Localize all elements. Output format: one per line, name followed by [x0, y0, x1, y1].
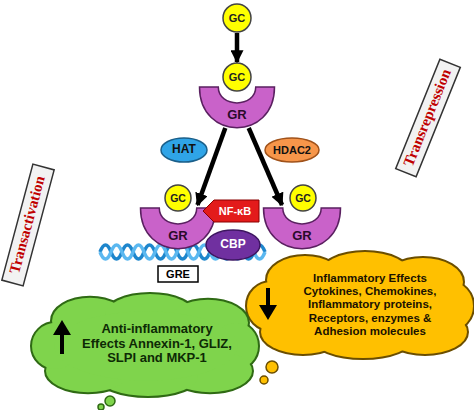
- ligand-circle: GC: [222, 3, 252, 33]
- receptor-path: [200, 87, 275, 128]
- cloud-lobe: [54, 311, 238, 380]
- coactivator-ellipse: CBP: [205, 229, 261, 261]
- node-label: GC: [295, 192, 311, 204]
- text-area: GC: [164, 184, 192, 212]
- response-element: GRE: [157, 265, 199, 283]
- text-area: GC: [222, 3, 252, 33]
- cloud-fill: [32, 294, 258, 396]
- enzyme-ellipse: HDAC2: [264, 137, 320, 163]
- thought-bubble: [98, 404, 104, 410]
- node-label: NF-κB: [219, 205, 251, 218]
- text-area: GRE: [157, 265, 199, 283]
- node-label: HAT: [172, 143, 196, 157]
- ligand-circle: GC: [164, 184, 192, 212]
- rect-shape: [396, 59, 461, 177]
- cloud-outline: [32, 294, 258, 396]
- text-area: CBP: [205, 229, 261, 261]
- node-label: GR: [292, 229, 312, 244]
- text-area: GR: [198, 84, 276, 128]
- receptor-path: [264, 208, 341, 249]
- thought-bubble: [266, 361, 278, 373]
- signal-arrow: [235, 33, 240, 62]
- effect-text: Anti-inflammatory Effects Annexin-1, GLI…: [82, 322, 232, 367]
- rect-shape: [158, 266, 198, 282]
- node-label: GRE: [166, 268, 190, 281]
- ellipse-shape: [206, 230, 260, 260]
- node-label: GC: [229, 71, 246, 84]
- transcription-factor: NF-κB: [203, 200, 259, 222]
- circle-shape: [223, 4, 251, 32]
- cloud-lobe: [54, 311, 238, 380]
- text-area: GR: [262, 205, 342, 249]
- enzyme-ellipse: HAT: [160, 137, 208, 163]
- signal-arrow: [198, 128, 226, 205]
- node-label: Transrepression: [401, 67, 456, 169]
- ligand-circle: GC: [222, 62, 252, 92]
- circle-shape: [165, 185, 191, 211]
- ligand-circle: GC: [289, 184, 317, 212]
- effect-text: Inflammatory Effects Cytokines, Chemokin…: [287, 272, 453, 338]
- ellipse-shape: [161, 138, 207, 162]
- text-area: HAT: [160, 137, 208, 163]
- text-area: GC: [222, 62, 252, 92]
- text-area: Inflammatory Effects Cytokines, Chemokin…: [287, 262, 453, 348]
- thought-bubble: [260, 376, 268, 384]
- pathway-label: Transactivation: [1, 163, 56, 287]
- arrow-tag-shape: [203, 200, 259, 222]
- receptor-shape: GR: [262, 205, 342, 249]
- node-label: CBP: [220, 238, 245, 252]
- cloud-lobe: [269, 270, 453, 342]
- receptor-shape: GR: [198, 84, 276, 128]
- node-label: GR: [168, 229, 188, 244]
- node-label: Transactivation: [7, 174, 50, 276]
- node-label: HDAC2: [273, 144, 311, 157]
- node-label: GC: [170, 192, 186, 204]
- node-label: GR: [227, 108, 247, 123]
- text-area: Transrepression: [394, 58, 461, 178]
- cloud-lobe: [269, 270, 453, 342]
- node-label: GC: [229, 12, 246, 25]
- cloud-outline: [247, 252, 473, 358]
- circle-shape: [290, 185, 316, 211]
- cloud-fill: [247, 252, 473, 358]
- pathway-label: Transrepression: [394, 58, 461, 178]
- text-area: HDAC2: [264, 137, 320, 163]
- text-area: Anti-inflammatory Effects Annexin-1, GLI…: [82, 304, 232, 384]
- receptor-path: [141, 208, 216, 249]
- text-area: GC: [289, 184, 317, 212]
- text-area: Transactivation: [1, 163, 56, 287]
- ellipse-shape: [265, 138, 319, 162]
- effect-cloud: Anti-inflammatory Effects Annexin-1, GLI…: [30, 292, 258, 396]
- effect-cloud: Inflammatory Effects Cytokines, Chemokin…: [245, 250, 473, 358]
- text-area: NF-κB: [203, 200, 259, 222]
- thought-bubble: [105, 396, 115, 406]
- rect-shape: [2, 164, 54, 286]
- circle-shape: [223, 63, 251, 91]
